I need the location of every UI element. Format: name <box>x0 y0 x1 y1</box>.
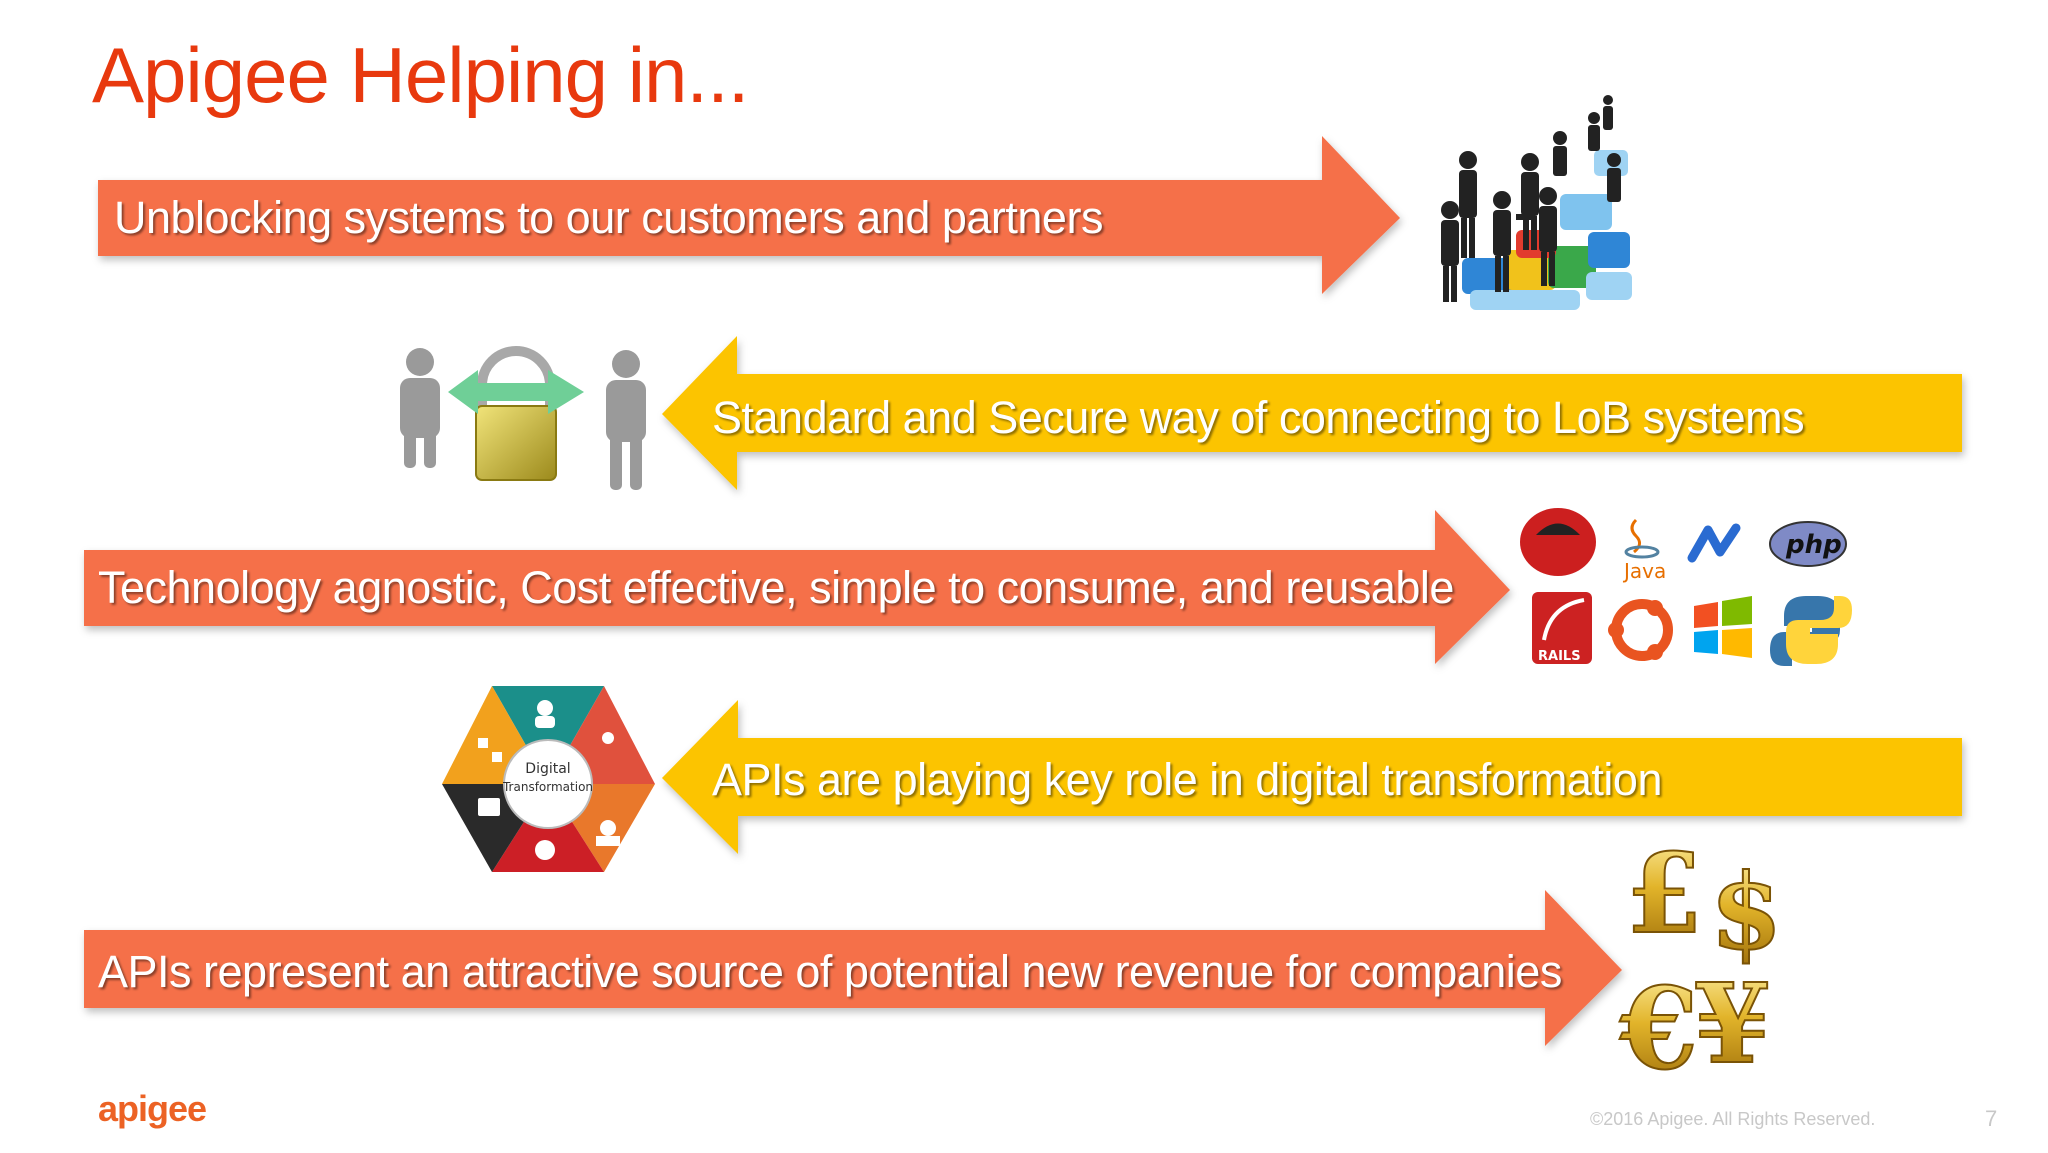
arrow-1-label: Unblocking systems to our customers and … <box>114 192 1103 243</box>
php-label: php <box>1785 530 1842 560</box>
rails-icon: RAILS <box>1532 592 1592 664</box>
digital-transformation-hexagon-icon: Digital Transformation <box>442 686 655 872</box>
arrow-1-shape <box>98 136 1400 294</box>
dotnet-icon <box>1687 523 1741 563</box>
rails-label: RAILS <box>1538 649 1581 664</box>
technology-logos-icon: Java php RAILS <box>1520 508 1852 666</box>
arrow-5-label: APIs represent an attractive source of p… <box>98 946 1562 997</box>
slide-title: Apigee Helping in... <box>92 31 749 119</box>
dt-line2: Transformation <box>502 780 593 794</box>
secure-connection-padlock-icon <box>400 346 646 490</box>
python-icon <box>1770 596 1852 666</box>
php-icon: php <box>1769 521 1847 567</box>
business-people-puzzle-icon <box>1441 95 1632 310</box>
dollar-symbol: $ <box>1710 850 1782 973</box>
yen-symbol: ¥ <box>1694 959 1771 1088</box>
euro-symbol: € <box>1619 964 1698 1095</box>
ubuntu-icon <box>1608 599 1673 661</box>
arrow-4-label: APIs are playing key role in digital tra… <box>712 754 1662 805</box>
dt-line1: Digital <box>525 761 570 777</box>
pound-symbol: £ <box>1626 829 1703 958</box>
arrow-2-shape <box>662 336 1962 490</box>
page-number: 7 <box>1985 1106 1998 1131</box>
arrow-2-label: Standard and Secure way of connecting to… <box>712 392 1805 443</box>
windows-icon <box>1694 596 1752 658</box>
arrow-5-shape <box>84 890 1622 1046</box>
apigee-logo: apigee <box>98 1088 207 1129</box>
arrow-3-label: Technology agnostic, Cost effective, sim… <box>98 562 1454 613</box>
arrow-4-shape <box>662 700 1962 854</box>
java-icon: Java <box>1622 518 1666 583</box>
currency-symbols-icon: £ $ € ¥ <box>1618 828 1783 1096</box>
copyright-text: ©2016 Apigee. All Rights Reserved. <box>1590 1109 1876 1129</box>
arrow-3-shape <box>84 510 1510 664</box>
java-label: Java <box>1622 559 1666 583</box>
